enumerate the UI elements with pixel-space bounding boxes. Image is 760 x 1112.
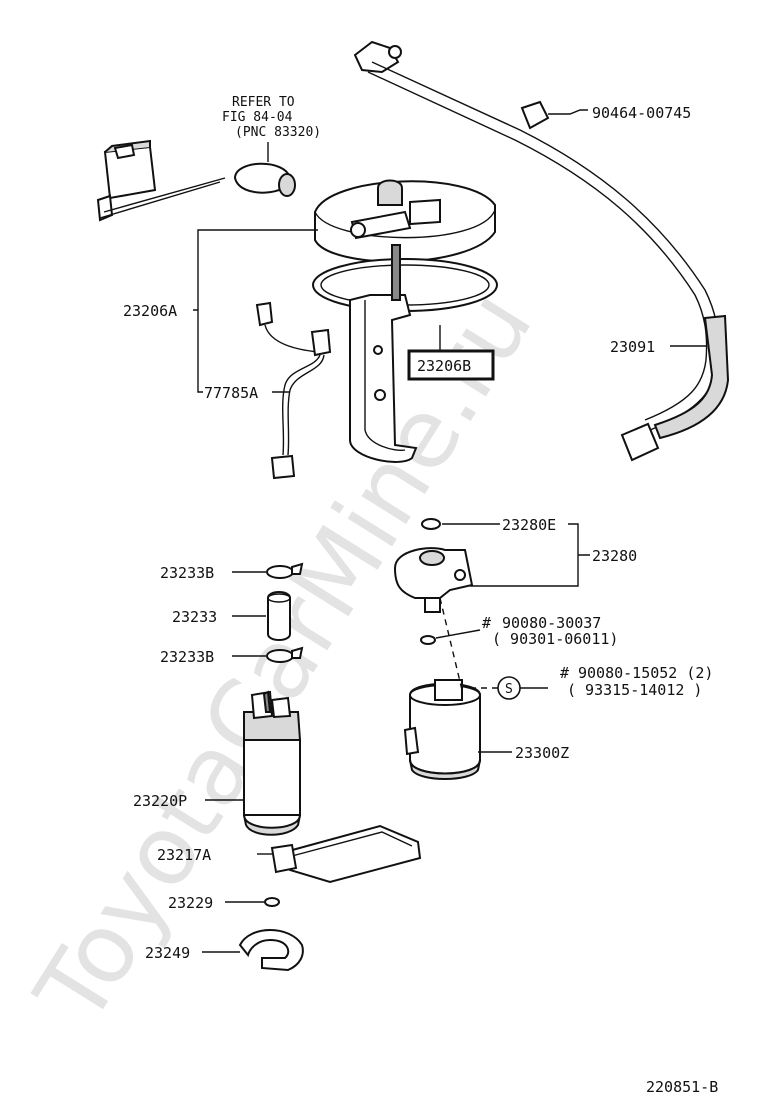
refer-note-line3: (PNC 83320) <box>235 125 321 140</box>
leader-90464 <box>548 109 588 115</box>
hose-clamp-top[interactable] <box>266 562 304 579</box>
hash-symbol-2: # <box>560 664 569 682</box>
hose-clamp-bottom[interactable] <box>266 646 304 663</box>
pressure-regulator[interactable] <box>393 547 474 613</box>
highlight-box-23206B[interactable] <box>407 349 495 381</box>
label-23280E[interactable]: 23280E <box>502 516 556 534</box>
label-23229[interactable]: 23229 <box>168 894 213 912</box>
label-23217A[interactable]: 23217A <box>157 846 211 864</box>
label-23091[interactable]: 23091 <box>610 338 655 356</box>
fuel-pump-hose[interactable] <box>267 591 291 641</box>
label-23233[interactable]: 23233 <box>172 608 217 626</box>
label-23233B-top[interactable]: 23233B <box>160 564 214 582</box>
label-77785A[interactable]: 77785A <box>204 384 258 402</box>
hose-clip[interactable] <box>520 100 550 130</box>
label-23206B[interactable]: 23206B <box>417 357 471 375</box>
fuel-sender-gauge[interactable] <box>96 139 296 222</box>
figure-id: 220851-B <box>646 1078 718 1096</box>
fuel-suction-filter[interactable] <box>270 824 422 884</box>
fuel-suction-plate[interactable] <box>314 179 496 263</box>
screw-symbol-letter: S <box>505 682 513 697</box>
leader-23280 <box>470 523 590 587</box>
label-23300Z[interactable]: 23300Z <box>515 744 569 762</box>
refer-note-line2: FIG 84-04 <box>222 110 293 125</box>
label-23280[interactable]: 23280 <box>592 547 637 565</box>
pump-case[interactable] <box>403 679 481 780</box>
label-90464-00745[interactable]: 90464-00745 <box>592 104 691 122</box>
wire-harness[interactable] <box>255 301 332 480</box>
label-90080-30037[interactable]: 90080-30037 <box>502 614 601 632</box>
hash-symbol-1: # <box>482 614 491 632</box>
label-90080-15052[interactable]: 90080-15052 (2) <box>578 664 713 682</box>
label-90301-06011[interactable]: ( 90301-06011) <box>492 630 618 648</box>
fuel-pump[interactable] <box>243 690 302 836</box>
regulator-oring[interactable] <box>421 518 441 530</box>
refer-note-line1: REFER TO <box>232 95 295 110</box>
leader-23206A <box>193 229 318 393</box>
label-93315-14012[interactable]: ( 93315-14012 ) <box>567 681 702 699</box>
leader-screw-dash <box>439 597 498 691</box>
regulator-gasket[interactable] <box>420 635 436 645</box>
label-23220P[interactable]: 23220P <box>133 792 187 810</box>
washer[interactable] <box>264 897 280 907</box>
pump-bracket[interactable] <box>349 244 418 463</box>
pump-retainer[interactable] <box>238 929 304 972</box>
label-23206A[interactable]: 23206A <box>123 302 177 320</box>
label-23249[interactable]: 23249 <box>145 944 190 962</box>
leader-90080-30037 <box>435 629 481 639</box>
fuel-hose[interactable] <box>353 40 730 462</box>
label-23233B-bottom[interactable]: 23233B <box>160 648 214 666</box>
